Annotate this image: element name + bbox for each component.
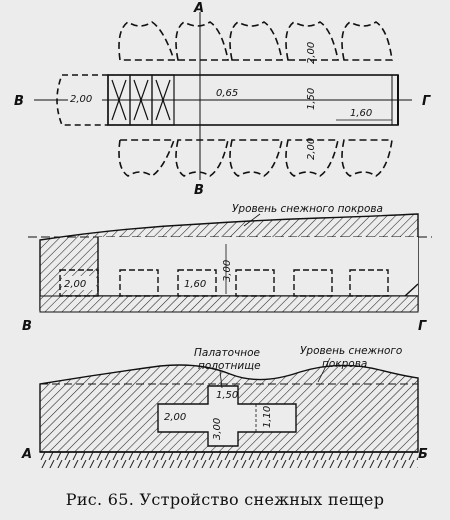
cross-dim-room-height: 1,10: [262, 406, 273, 428]
long-label-right: Г: [418, 319, 427, 334]
plan-rooms-bottom: [118, 139, 393, 177]
long-dim-entrance: 2,00: [64, 279, 86, 290]
long-snow-label: Уровень снежного покрова: [232, 203, 383, 215]
plan-rooms-top: [118, 21, 393, 61]
cross-cave-cavity: [157, 385, 297, 447]
long-label-left: В: [22, 319, 32, 334]
cross-snow-label-2: покрова: [322, 358, 367, 370]
cross-ground: [40, 452, 418, 468]
plan-view: А В В Г 2,00 0,65 1,50 2,00 2,00 1,60: [14, 1, 431, 198]
cross-label-right: Б: [418, 447, 428, 462]
plan-label-bottom: В: [194, 183, 204, 198]
plan-dim-entrance: 2,00: [70, 94, 92, 105]
cross-section: Палаточное полотнище Уровень снежного по…: [21, 345, 428, 468]
cross-dim-depth: 3,00: [212, 418, 223, 440]
long-rooms: [59, 269, 389, 297]
long-dim-room: 1,60: [184, 279, 206, 290]
cross-dim-entrance: 2,00: [164, 412, 186, 423]
cross-snow-label-1: Уровень снежного: [300, 345, 402, 357]
plan-dim-end: 1,60: [350, 108, 372, 119]
plan-label-top: А: [193, 1, 204, 16]
plan-dim-gap: 0,65: [216, 88, 238, 99]
plan-dim-corridor: 1,50: [306, 88, 317, 110]
cross-dim-shaft: 1,50: [216, 390, 238, 401]
plan-dim-room-top: 2,00: [306, 42, 317, 64]
longitudinal-section: Уровень снежного покрова 2,00 1,60 3,00 …: [22, 203, 432, 334]
cross-tarp-label-2: полотнище: [198, 360, 261, 372]
plan-label-left: В: [14, 94, 24, 109]
plan-label-right: Г: [422, 94, 431, 109]
cross-label-left: А: [21, 447, 32, 462]
long-cave-cavity: [60, 237, 418, 312]
plan-dim-room-bottom: 2,00: [306, 138, 317, 160]
long-dim-height: 3,00: [222, 260, 233, 282]
cross-tarp-label-1: Палаточное: [194, 347, 260, 359]
figure-caption: Рис. 65. Устройство снежных пещер: [65, 490, 385, 509]
